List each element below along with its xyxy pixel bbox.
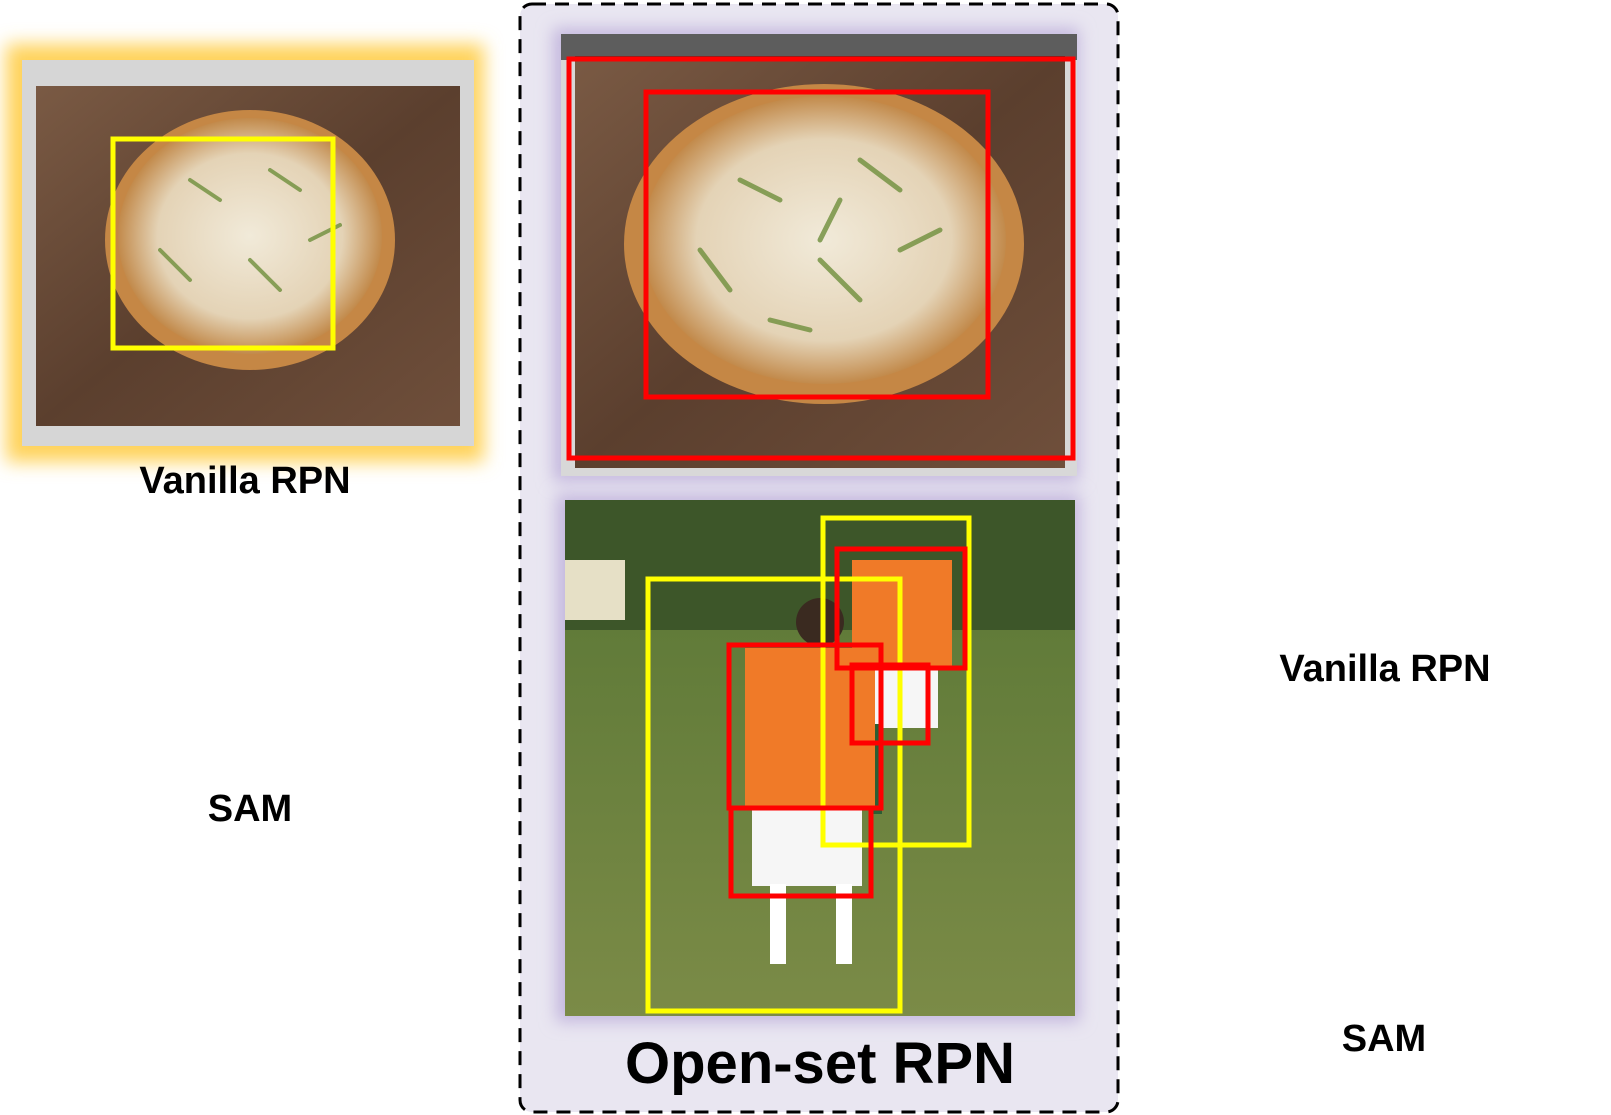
right-sam-label: SAM xyxy=(1341,1018,1427,1060)
center-soccer-box-red-4 xyxy=(728,805,874,899)
open-set-rpn-label: Open-set RPN xyxy=(625,1031,1015,1096)
left-vanilla-rpn-label: Vanilla RPN xyxy=(139,460,351,502)
center-soccer-box-yellow-1 xyxy=(645,576,903,1014)
left-vanilla-box-yellow xyxy=(110,136,336,351)
center-pizza-box-inner xyxy=(643,89,991,400)
center-soccer-box-yellow-2 xyxy=(820,515,972,848)
left-vanilla-rpn-image xyxy=(6,44,484,462)
right-vanilla-rpn-label: Vanilla RPN xyxy=(1279,648,1491,690)
center-soccer-image xyxy=(556,494,1080,1022)
center-pizza-image xyxy=(553,28,1079,482)
center-soccer-box-red-2 xyxy=(834,546,968,671)
center-soccer-box-red-3 xyxy=(849,662,931,746)
open-set-rpn-panel xyxy=(518,2,1120,1114)
center-pizza-box-outer xyxy=(566,56,1076,461)
left-sam-label: SAM xyxy=(207,788,293,830)
